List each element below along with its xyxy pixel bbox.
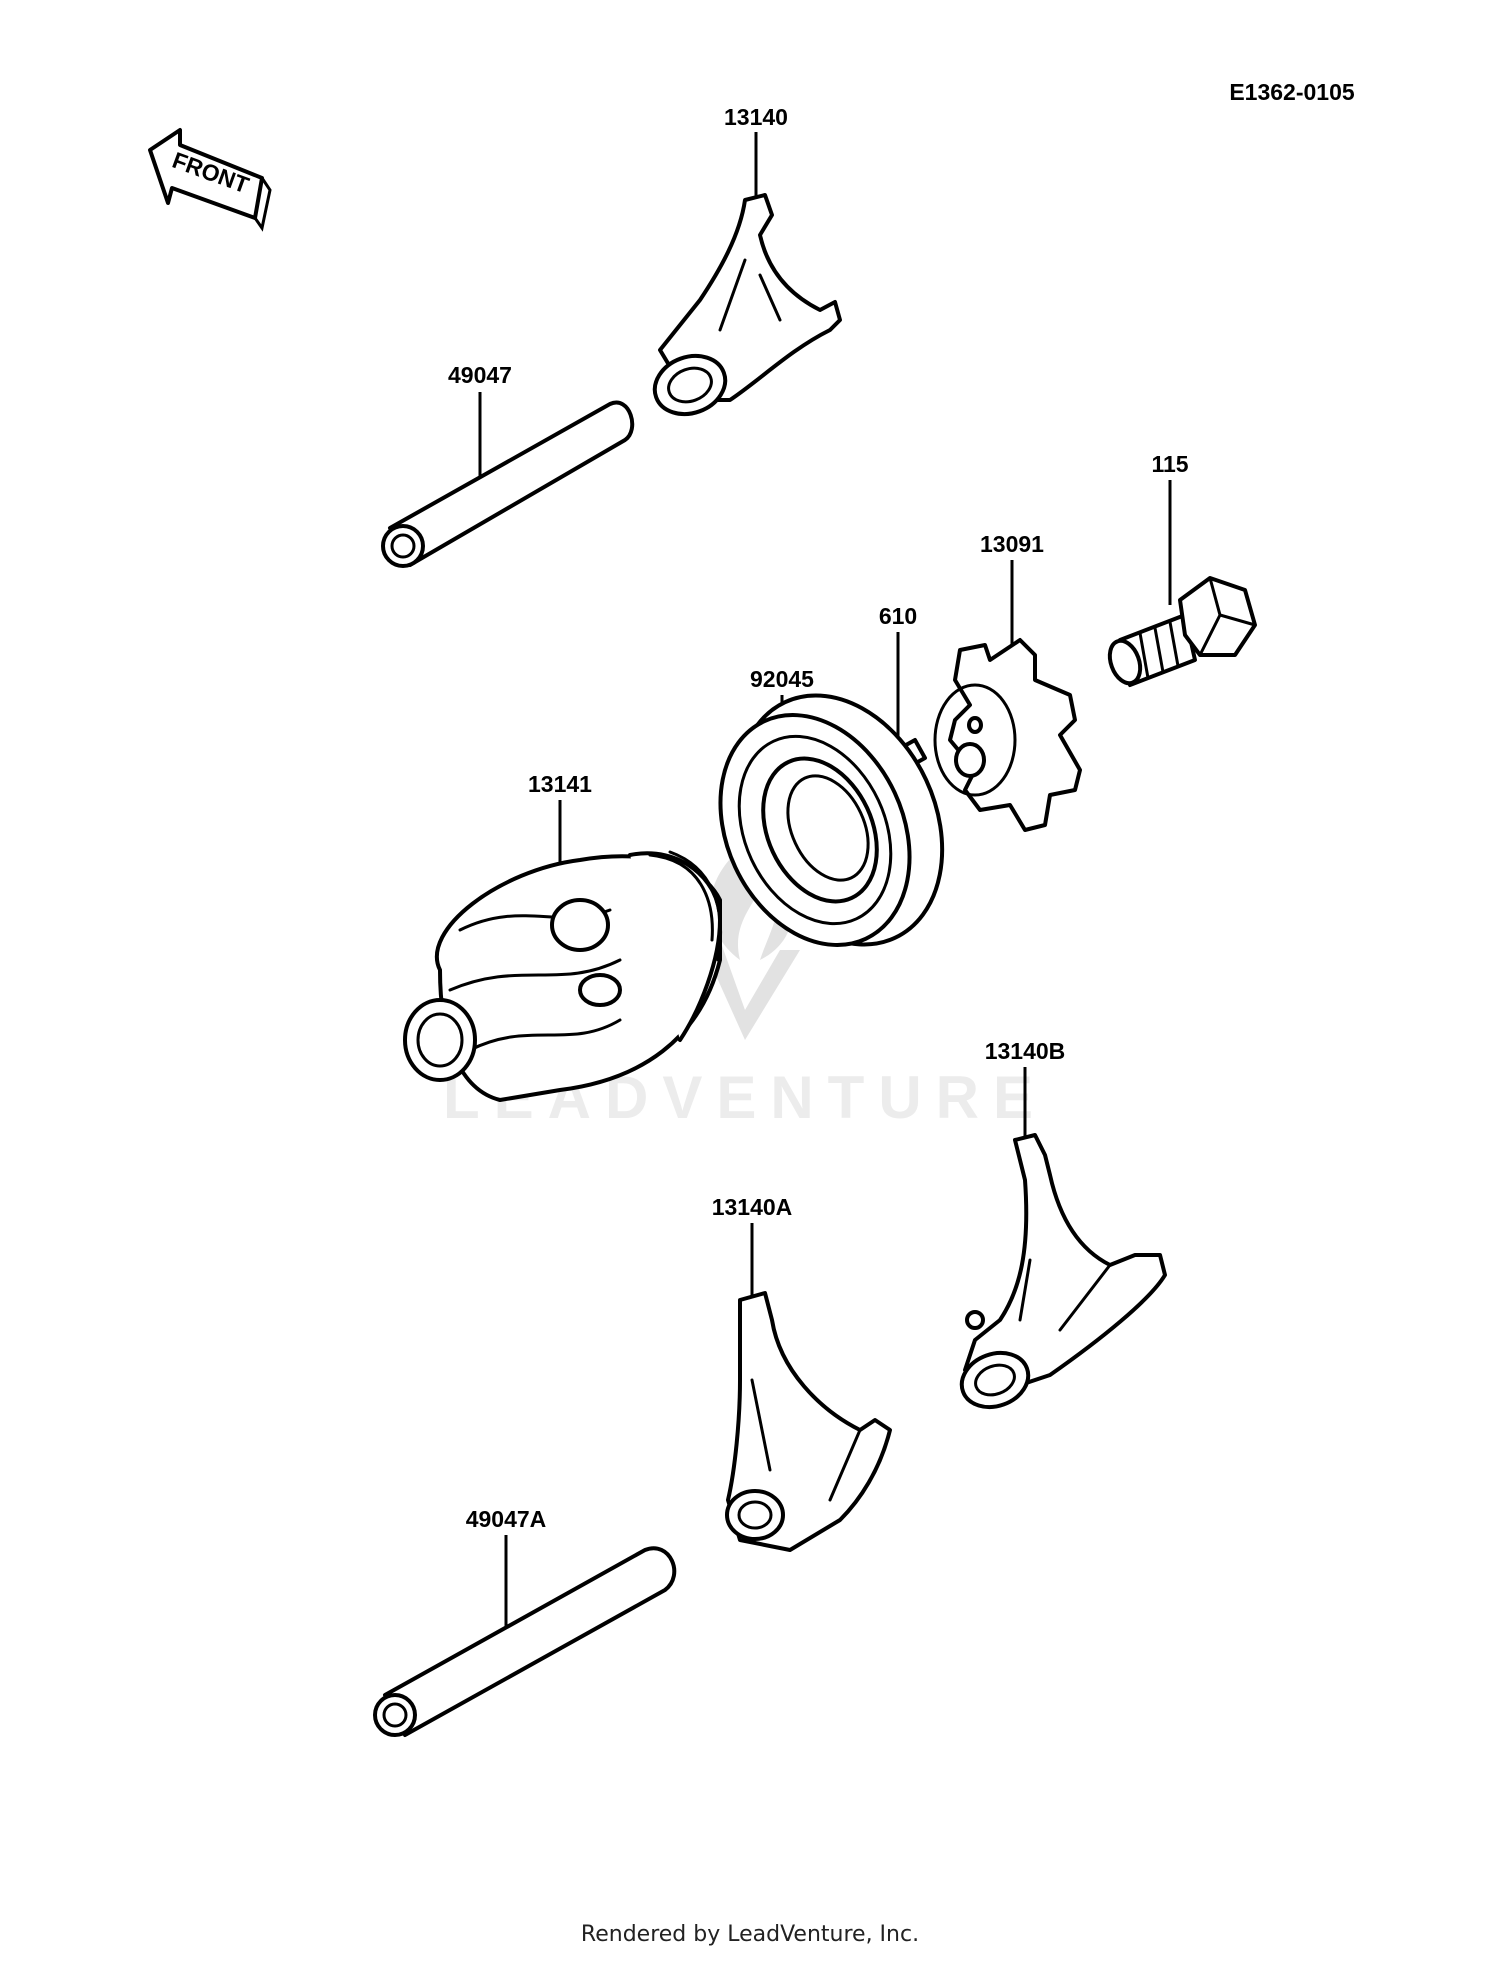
part-label-49047: 49047	[448, 362, 512, 388]
part-92045: 92045	[718, 666, 945, 947]
part-label-13091: 13091	[980, 531, 1044, 557]
part-13140A: 13140A	[712, 1194, 892, 1552]
part-13141: 13141	[403, 771, 722, 1102]
part-115: 115	[1107, 451, 1257, 687]
watermark-v-icon	[700, 940, 800, 1040]
part-label-13141: 13141	[528, 771, 592, 797]
part-49047: 49047	[381, 362, 635, 568]
part-label-115: 115	[1151, 451, 1188, 477]
part-label-13140: 13140	[724, 104, 788, 130]
part-label-49047A: 49047A	[466, 1506, 547, 1532]
part-13140B: 13140B	[959, 1038, 1167, 1410]
footer-credit: Rendered by LeadVenture, Inc.	[580, 1922, 920, 1947]
diagram-code: E1362-0105	[1229, 79, 1355, 105]
front-arrow-icon: FRONT	[148, 128, 272, 232]
part-label-92045: 92045	[750, 666, 814, 692]
part-49047A: 49047A	[373, 1506, 677, 1737]
part-13091: 13091	[933, 531, 1082, 832]
part-13140: 13140	[652, 104, 842, 417]
part-label-13140B: 13140B	[985, 1038, 1066, 1064]
part-label-13140A: 13140A	[712, 1194, 793, 1220]
watermark-flame-icon	[710, 845, 792, 960]
part-label-610: 610	[879, 603, 917, 629]
